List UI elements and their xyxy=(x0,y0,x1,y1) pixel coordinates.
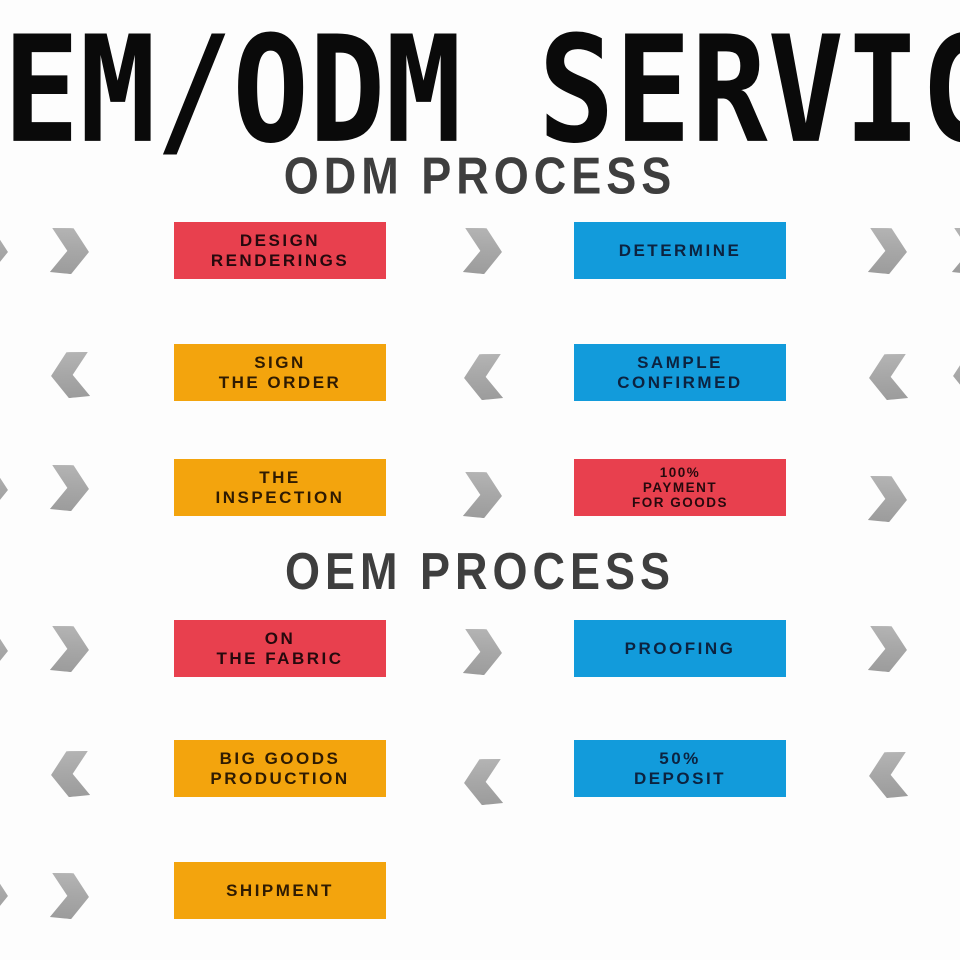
box-cell: DESIGN RENDERINGS xyxy=(140,222,420,279)
arrow-cell xyxy=(0,344,140,401)
chevron-left-icon xyxy=(50,750,90,798)
page-title: OEM/ODM SERVICE xyxy=(0,4,960,176)
step-label-line: THE xyxy=(259,467,301,487)
flow-row-4: ON THE FABRIC PROOFING xyxy=(0,620,960,677)
chevron-left-icon xyxy=(462,758,502,806)
step-label-line: SHIPMENT xyxy=(226,880,334,900)
chevron-left-icon xyxy=(50,351,90,399)
box-cell: 100% PAYMENT FOR GOODS xyxy=(545,459,815,516)
step-label-line: SIGN xyxy=(254,352,306,372)
arrow-cell xyxy=(420,862,545,919)
arrow-cell xyxy=(420,620,545,677)
chevron-right-icon xyxy=(867,475,907,523)
step-label-line: 50% xyxy=(659,748,701,768)
arrow-cell xyxy=(420,344,545,401)
box-cell: PROOFING xyxy=(545,620,815,677)
box-cell: ON THE FABRIC xyxy=(140,620,420,677)
step-label-line: 100% xyxy=(659,465,701,480)
flow-row-5: BIG GOODS PRODUCTION 50% DEPOSIT xyxy=(0,740,960,797)
step-label-line: THE FABRIC xyxy=(216,648,344,668)
step-determine: DETERMINE xyxy=(574,222,786,279)
step-label-line: SAMPLE xyxy=(637,352,723,372)
chevron-right-icon xyxy=(50,625,90,673)
arrow-cell xyxy=(0,862,140,919)
step-the-inspection: THE INSPECTION xyxy=(174,459,386,516)
box-cell: 50% DEPOSIT xyxy=(545,740,815,797)
arrow-cell xyxy=(815,459,960,516)
step-on-the-fabric: ON THE FABRIC xyxy=(174,620,386,677)
chevron-left-icon xyxy=(867,751,907,799)
arrow-cell xyxy=(420,222,545,279)
chevron-right-icon xyxy=(50,227,90,275)
arrow-cell xyxy=(815,740,960,797)
step-label-line: INSPECTION xyxy=(215,487,345,507)
step-label-line: DEPOSIT xyxy=(633,768,727,788)
step-sample-confirmed: SAMPLE CONFIRMED xyxy=(574,344,786,401)
chevron-right-icon xyxy=(462,628,502,676)
step-big-goods-production: BIG GOODS PRODUCTION xyxy=(174,740,386,797)
flow-row-1: DESIGN RENDERINGS DETERMINE xyxy=(0,222,960,279)
step-label-line: PAYMENT xyxy=(642,480,718,495)
step-label-line: THE ORDER xyxy=(218,372,342,392)
step-label-line: PRODUCTION xyxy=(210,768,350,788)
chevron-right-icon xyxy=(462,471,502,519)
box-cell: THE INSPECTION xyxy=(140,459,420,516)
arrow-cell xyxy=(815,222,960,279)
chevron-right-icon xyxy=(867,227,907,275)
step-design-renderings: DESIGN RENDERINGS xyxy=(174,222,386,279)
chevron-right-icon xyxy=(462,227,502,275)
step-label-line: ON xyxy=(264,628,296,648)
step-label-line: DESIGN xyxy=(239,230,321,250)
step-proofing: PROOFING xyxy=(574,620,786,677)
step-label-line: CONFIRMED xyxy=(617,372,743,392)
box-cell: DETERMINE xyxy=(545,222,815,279)
chevron-right-icon xyxy=(867,625,907,673)
arrow-cell xyxy=(420,459,545,516)
arrow-cell xyxy=(420,740,545,797)
arrow-cell xyxy=(815,344,960,401)
box-cell: SHIPMENT xyxy=(140,862,420,919)
step-shipment: SHIPMENT xyxy=(174,862,386,919)
box-cell: BIG GOODS PRODUCTION xyxy=(140,740,420,797)
arrow-cell xyxy=(815,862,960,919)
step-label-line: DETERMINE xyxy=(618,240,742,260)
chevron-left-icon xyxy=(462,353,502,401)
arrow-cell xyxy=(0,459,140,516)
step-100-percent-payment-for-goods: 100% PAYMENT FOR GOODS xyxy=(574,459,786,516)
odm-process-heading: ODM PROCESS xyxy=(283,146,677,205)
box-cell: SIGN THE ORDER xyxy=(140,344,420,401)
arrow-cell xyxy=(815,620,960,677)
step-sign-the-order: SIGN THE ORDER xyxy=(174,344,386,401)
chevron-left-icon xyxy=(867,353,907,401)
arrow-cell xyxy=(0,740,140,797)
chevron-right-icon xyxy=(50,464,90,512)
step-50-percent-deposit: 50% DEPOSIT xyxy=(574,740,786,797)
box-cell: SAMPLE CONFIRMED xyxy=(545,344,815,401)
oem-process-heading: OEM PROCESS xyxy=(284,542,676,601)
step-label-line: RENDERINGS xyxy=(210,250,350,270)
step-label-line: FOR GOODS xyxy=(631,495,728,510)
chevron-right-icon xyxy=(50,872,90,920)
box-cell xyxy=(545,862,815,919)
step-label-line: BIG GOODS xyxy=(219,748,341,768)
arrow-cell xyxy=(0,222,140,279)
flow-row-6: SHIPMENT xyxy=(0,862,960,919)
flow-row-2: SIGN THE ORDER SAMPLE CONFIRMED xyxy=(0,344,960,401)
step-label-line: PROOFING xyxy=(624,638,736,658)
arrow-cell xyxy=(0,620,140,677)
flow-row-3: THE INSPECTION 100% PAYMENT FOR GOODS xyxy=(0,459,960,516)
